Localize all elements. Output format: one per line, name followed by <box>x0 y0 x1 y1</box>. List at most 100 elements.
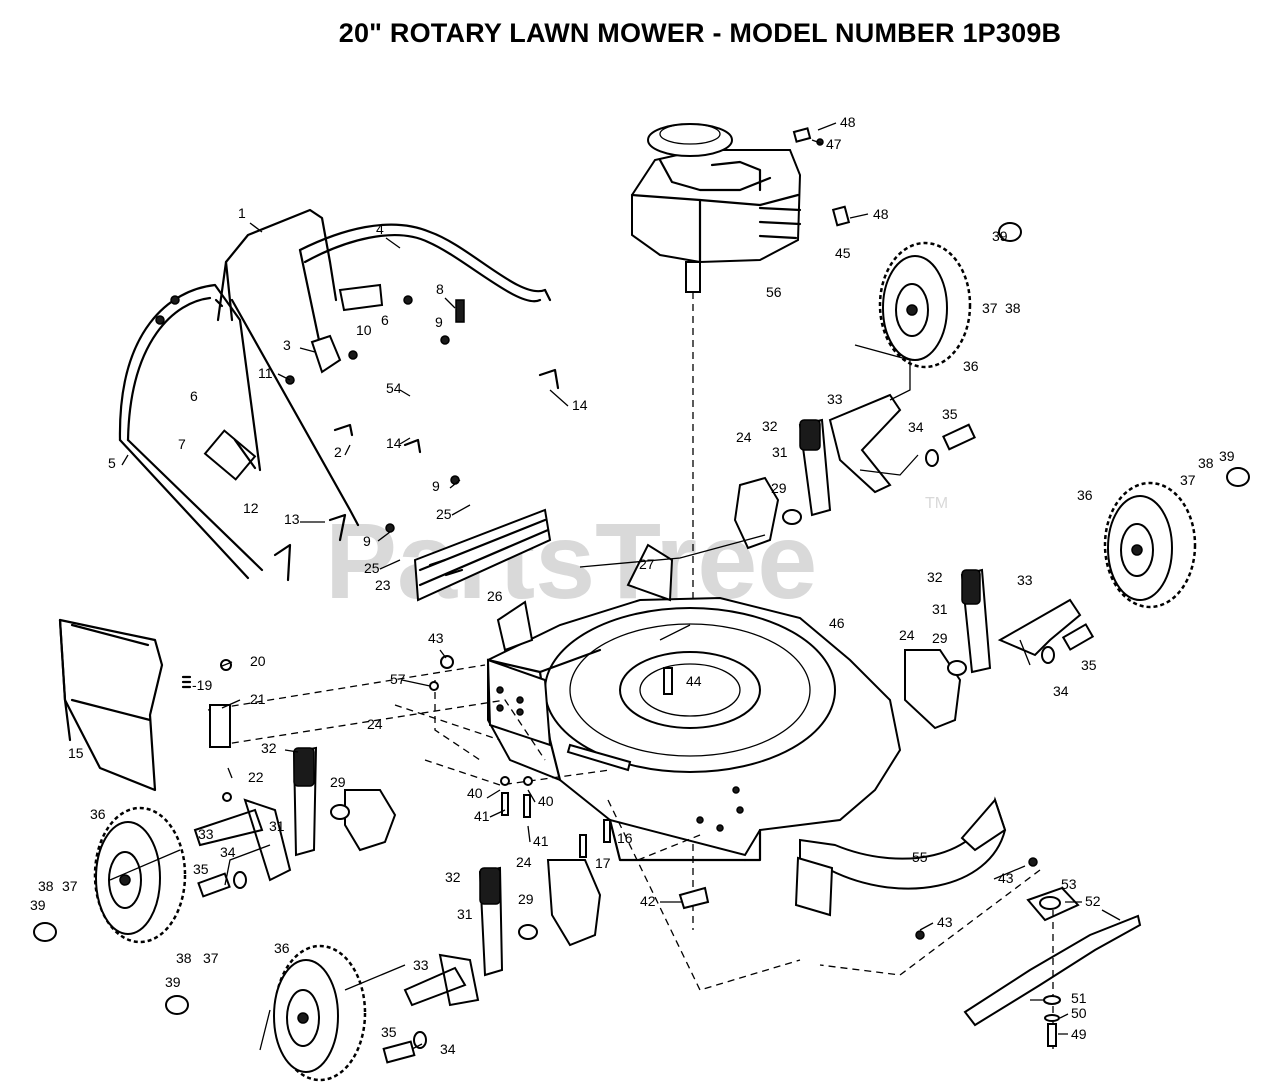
callout-35: 35 <box>193 861 209 877</box>
callout-39: 39 <box>30 897 46 913</box>
grass-bag-frame <box>58 618 164 792</box>
callout-37: 37 <box>982 300 998 316</box>
wheel-rear-left <box>273 944 367 1082</box>
callout-6: 6 <box>190 388 198 404</box>
watermark-tm: TM <box>925 495 948 512</box>
callout-33: 33 <box>1017 572 1033 588</box>
callout-32: 32 <box>445 869 461 885</box>
callout-40: 40 <box>467 785 483 801</box>
callout-48: 48 <box>840 114 856 130</box>
callout-12: 12 <box>243 500 259 516</box>
callout-54: 54 <box>386 380 402 396</box>
callout-34: 34 <box>440 1041 456 1057</box>
callout-33: 33 <box>827 391 843 407</box>
callout-33: 33 <box>413 957 429 973</box>
callout-50: 50 <box>1071 1005 1087 1021</box>
callout-36: 36 <box>1077 487 1093 503</box>
small-hardware <box>181 127 1038 940</box>
callout-51: 51 <box>1071 990 1087 1006</box>
callout-39: 39 <box>992 228 1008 244</box>
callout-4: 4 <box>376 221 384 237</box>
axle-bolts <box>197 423 1095 1064</box>
callout-5: 5 <box>108 455 116 471</box>
callout-11: 11 <box>258 365 273 381</box>
callout-41: 41 <box>474 808 490 824</box>
callouts: 48 47 48 45 56 39 37 38 36 33 35 34 32 3… <box>30 114 1235 1057</box>
callout-27: 27 <box>639 556 655 572</box>
callout-38: 38 <box>1005 300 1021 316</box>
callout-29: 29 <box>518 891 534 907</box>
handle-hardware <box>155 283 560 582</box>
callout-56: 56 <box>766 284 782 300</box>
callout-55: 55 <box>912 849 928 865</box>
callout-43: 43 <box>428 630 444 646</box>
callout-8: 8 <box>436 281 444 297</box>
callout-35: 35 <box>1081 657 1097 673</box>
callout-53: 53 <box>1061 876 1077 892</box>
callout-31: 31 <box>457 906 473 922</box>
callout-15: 15 <box>68 745 84 761</box>
callout-37: 37 <box>203 950 219 966</box>
callout-25: 25 <box>436 506 452 522</box>
callout-38: 38 <box>38 878 54 894</box>
callout-leaders <box>121 122 1121 1050</box>
callout-21: 21 <box>250 691 266 707</box>
callout-24: 24 <box>367 716 383 732</box>
callout-9: 9 <box>432 478 440 494</box>
callout-31: 31 <box>932 601 948 617</box>
callout-14: 14 <box>572 397 588 413</box>
callout-52: 52 <box>1085 893 1101 909</box>
callout-36: 36 <box>274 940 290 956</box>
callout-38: 38 <box>1198 455 1214 471</box>
callout-43: 43 <box>998 870 1014 886</box>
callout-37: 37 <box>62 878 78 894</box>
callout-42: 42 <box>640 893 656 909</box>
callout-33: 33 <box>198 826 214 842</box>
callout-25: 25 <box>364 560 380 576</box>
callout-40: 40 <box>538 793 554 809</box>
callout-49: 49 <box>1071 1026 1087 1042</box>
callout-10: 10 <box>356 322 372 338</box>
callout-17: 17 <box>595 855 611 871</box>
leader-lines <box>109 344 1041 1051</box>
callout-35: 35 <box>381 1024 397 1040</box>
callout-37: 37 <box>1180 472 1196 488</box>
callout-35: 35 <box>942 406 958 422</box>
callout-31: 31 <box>772 444 788 460</box>
page-title: 20" ROTARY LAWN MOWER - MODEL NUMBER 1P3… <box>338 18 1062 48</box>
callout-29: 29 <box>932 630 948 646</box>
callout-19: -19 <box>192 677 212 693</box>
callout-14: 14 <box>386 435 402 451</box>
callout-24: 24 <box>516 854 532 870</box>
callout-34: 34 <box>220 844 236 860</box>
callout-29: 29 <box>330 774 346 790</box>
mower-deck <box>486 543 902 862</box>
callout-7: 7 <box>178 436 186 452</box>
callout-32: 32 <box>261 740 277 756</box>
callout-38: 38 <box>176 950 192 966</box>
callout-6: 6 <box>381 312 389 328</box>
callout-46: 46 <box>829 615 845 631</box>
callout-22: 22 <box>248 769 264 785</box>
callout-9: 9 <box>435 314 443 330</box>
callout-39: 39 <box>165 974 181 990</box>
wheel-rear-right <box>878 241 972 369</box>
callout-34: 34 <box>908 419 924 435</box>
upper-handle <box>214 208 552 347</box>
callout-26: 26 <box>487 588 503 604</box>
callout-9: 9 <box>363 533 371 549</box>
callout-1: 1 <box>238 205 246 221</box>
callout-36: 36 <box>90 806 106 822</box>
height-adjusters <box>292 418 992 977</box>
callout-34: 34 <box>1053 683 1069 699</box>
wheel-front-right <box>1103 481 1197 609</box>
callout-23: 23 <box>375 577 391 593</box>
engine <box>630 123 802 293</box>
callout-20: 20 <box>250 653 266 669</box>
callout-24: 24 <box>899 627 915 643</box>
callout-32: 32 <box>762 418 778 434</box>
callout-48: 48 <box>873 206 889 222</box>
blade-assembly <box>963 886 1142 1050</box>
callout-2: 2 <box>334 444 342 460</box>
